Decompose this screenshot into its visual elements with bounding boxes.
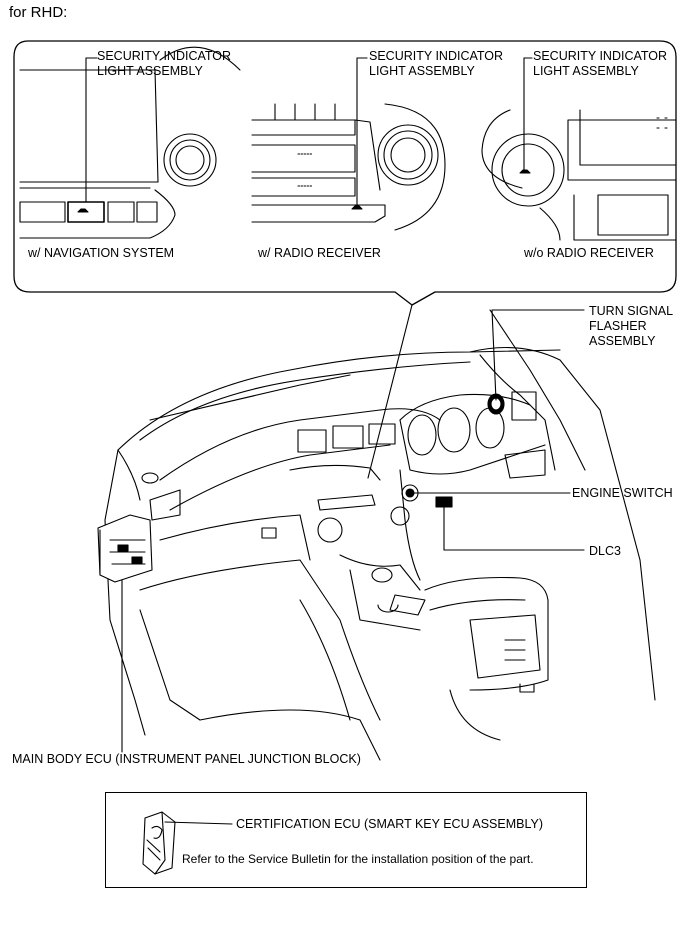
variant-label-no-radio: w/o RADIO RECEIVER [524, 246, 654, 260]
radio-panel-drawing [251, 57, 446, 231]
engine-switch-label: ENGINE SWITCH [572, 486, 673, 500]
certification-ecu-label: CERTIFICATION ECU (SMART KEY ECU ASSEMBL… [236, 817, 544, 831]
certification-ecu-icon [142, 811, 233, 875]
no-radio-panel-drawing [481, 57, 677, 241]
turn-signal-leader [491, 309, 585, 401]
main-body-ecu-label: MAIN BODY ECU (INSTRUMENT PANEL JUNCTION… [12, 752, 361, 766]
certification-note: Refer to the Service Bulletin for the in… [182, 852, 534, 866]
page-heading: for RHD: [9, 4, 68, 21]
variant-label-radio: w/ RADIO RECEIVER [258, 246, 381, 260]
security-indicator-label-no-radio: SECURITY INDICATOR LIGHT ASSEMBLY [533, 49, 668, 78]
callout-pointer [367, 304, 413, 479]
dlc3-leader [443, 506, 585, 551]
turn-signal-label: TURN SIGNAL FLASHER ASSEMBLY [589, 304, 674, 348]
detail-callout-frame [13, 40, 677, 306]
security-indicator-label-nav: SECURITY INDICATOR LIGHT ASSEMBLY [97, 49, 232, 78]
certification-ecu-box [105, 792, 587, 888]
dashboard-drawing [97, 309, 656, 761]
dlc3-label: DLC3 [589, 544, 621, 558]
security-indicator-label-radio: SECURITY INDICATOR LIGHT ASSEMBLY [369, 49, 504, 78]
nav-system-panel-drawing [19, 46, 241, 239]
variant-label-nav: w/ NAVIGATION SYSTEM [28, 246, 175, 260]
